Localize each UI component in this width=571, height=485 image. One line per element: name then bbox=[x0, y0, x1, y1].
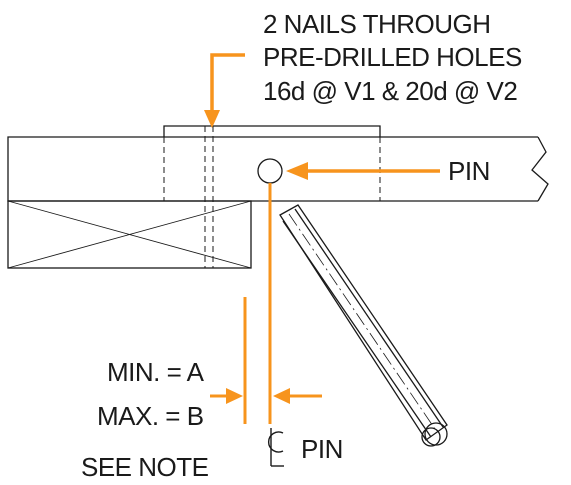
diagonal-strut bbox=[279, 204, 448, 447]
hidden-lines bbox=[163, 126, 381, 268]
block-cross-b bbox=[7, 200, 252, 269]
pin-label: PIN bbox=[448, 156, 490, 186]
wood-members bbox=[7, 125, 549, 269]
strut-inner-a bbox=[282, 220, 432, 438]
pin-circle bbox=[257, 158, 283, 184]
dim-arrow-left-head bbox=[226, 388, 243, 404]
beam bbox=[7, 136, 538, 202]
nail-note-line1: 2 NAILS THROUGH bbox=[263, 9, 491, 39]
see-note-label: SEE NOTE bbox=[81, 452, 209, 482]
pin-arrowhead bbox=[286, 162, 308, 180]
nail-arrowhead bbox=[204, 110, 220, 128]
nail-note-line3: 16d @ V1 & 20d @ V2 bbox=[263, 76, 517, 106]
strut-centerline bbox=[288, 213, 438, 433]
nail-note-line2: PRE-DRILLED HOLES bbox=[263, 42, 522, 72]
centerline-icon bbox=[267, 428, 284, 467]
nail-leader bbox=[210, 53, 245, 112]
max-label: MAX. = B bbox=[97, 401, 204, 431]
strut-outline bbox=[279, 204, 448, 441]
strut-inner-b bbox=[294, 208, 444, 428]
break-line bbox=[531, 136, 549, 202]
callouts bbox=[204, 53, 440, 424]
top-plate bbox=[163, 125, 381, 137]
min-label: MIN. = A bbox=[107, 357, 205, 387]
centerline-pin-label: PIN bbox=[301, 434, 343, 464]
strut-end-b bbox=[421, 427, 441, 447]
dim-arrow-right-head bbox=[273, 388, 290, 404]
lower-block bbox=[7, 200, 252, 269]
